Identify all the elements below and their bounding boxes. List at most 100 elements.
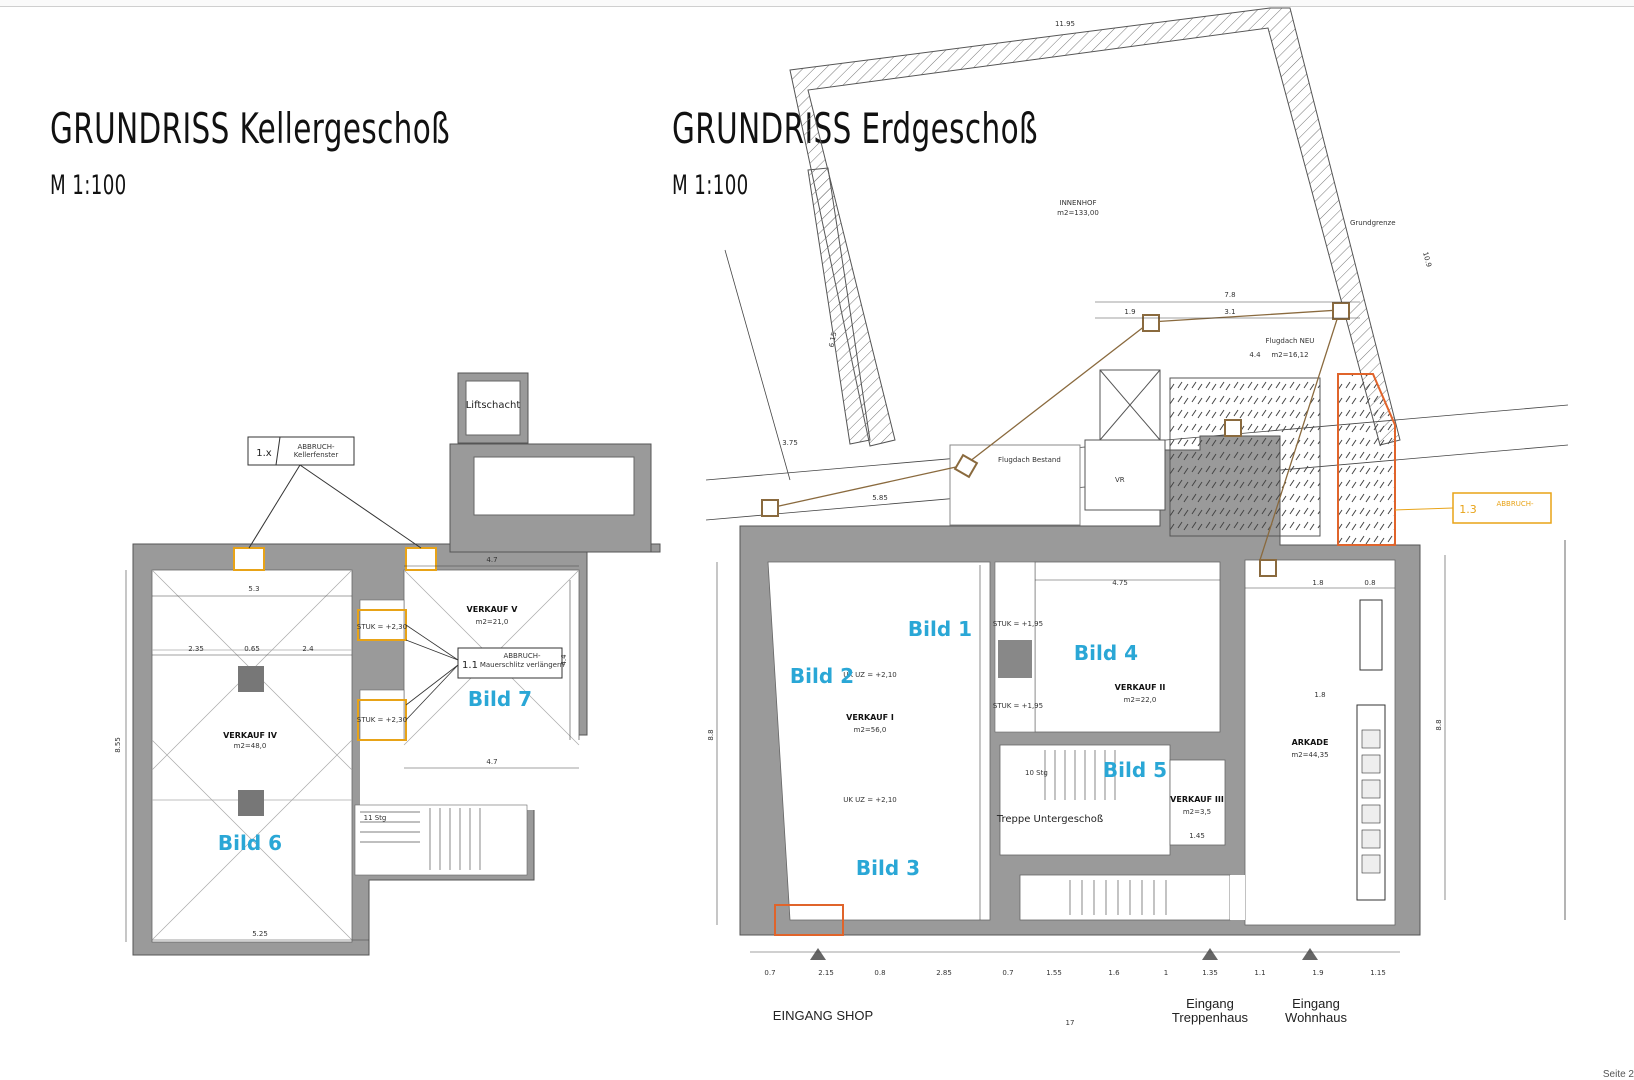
right-plan: 1.3 ABBRUCH- INNENHOF m2=133,00 Grundgre… — [705, 7, 1569, 1027]
left-plan-title: GRUNDRISS Kellergeschoß — [50, 104, 451, 153]
right-plan-scale: M 1:100 — [672, 170, 749, 201]
pillar-1 — [238, 666, 264, 692]
dim-b-2-15: 2.15 — [818, 969, 834, 977]
left-dimension-lines — [125, 565, 579, 942]
stuk-label-1: STUK = +2,30 — [357, 623, 407, 631]
eingang-wohnhaus-label-1: Eingang — [1292, 996, 1340, 1011]
photo-label-bild-4: Bild 4 — [1074, 641, 1138, 665]
photo-markers — [761, 302, 1350, 577]
window-highlight-2 — [405, 547, 437, 571]
dim-2-4: 2.4 — [302, 645, 314, 653]
dim-b-0-8: 0.8 — [874, 969, 885, 977]
room-label-verkauf-ii: VERKAUF II — [1115, 683, 1166, 692]
callout-leader-1 — [248, 464, 301, 549]
photo-label-bild-1: Bild 1 — [908, 617, 972, 641]
entrance-highlight — [774, 904, 844, 936]
dim-3-75: 3.75 — [782, 439, 798, 447]
window-highlight-1 — [233, 547, 265, 571]
stuk-label-eg-2: STUK = +1,95 — [993, 702, 1043, 710]
stuk-column — [998, 640, 1032, 678]
arkade-shelf-1 — [1359, 599, 1383, 671]
innenhof-label: INNENHOF — [1060, 199, 1097, 207]
room-verkauf-i — [767, 561, 991, 921]
liftshaft-inner — [465, 380, 521, 436]
eingang-wohnhaus-label-2: Wohnhaus — [1285, 1010, 1347, 1025]
stair-label-left: 11 Stg — [364, 814, 387, 822]
eingang-treppenhaus-label-1: Eingang — [1186, 996, 1234, 1011]
dim-5-85: 5.85 — [872, 494, 888, 502]
callout-13-leader — [1394, 507, 1454, 511]
dim-11-95: 11.95 — [1055, 20, 1075, 28]
dim-b-1-55: 1.55 — [1046, 969, 1062, 977]
dim-4-7-bottom: 4.7 — [486, 758, 497, 766]
left-plan-scale: M 1:100 — [50, 170, 127, 201]
eingang-shop-label: EINGANG SHOP — [773, 1008, 873, 1023]
abbruch-tag-1x: 1.x — [256, 448, 272, 459]
abbruch-callout-text: ABBRUCH- — [297, 443, 335, 451]
dim-3-1: 3.1 — [1224, 308, 1235, 316]
dim-4-4: 4.4 — [560, 654, 568, 666]
photo-label-bild-5: Bild 5 — [1103, 758, 1167, 782]
entrance-arrow-wohnhaus — [1302, 948, 1318, 960]
dim-1-8: 1.8 — [1312, 579, 1323, 587]
room-area-verkauf-iv: m2=48,0 — [234, 742, 267, 750]
flugdach-neu-area — [1169, 377, 1321, 537]
left-plan: Liftschacht 1.x ABBRUCH- Kellerfenster 1… — [114, 372, 661, 956]
annex-diag-2 — [1099, 369, 1161, 441]
dim-b-0-7-b: 0.7 — [1002, 969, 1013, 977]
left-stair-lines — [360, 808, 481, 870]
door-opening-1 — [359, 599, 405, 641]
flugdach-neu-label: Flugdach NEU — [1266, 337, 1315, 345]
photo-label-bild-7: Bild 7 — [468, 687, 532, 711]
flugdach-neu-area: m2=16,12 — [1271, 351, 1308, 359]
stair-area-left — [354, 804, 528, 876]
room-area-verkauf-iii: m2=3,5 — [1183, 808, 1211, 816]
dim-8-8-right: 8.8 — [1435, 719, 1443, 730]
tag-1-1: 1.1 — [462, 660, 478, 671]
room-verkauf-iv — [151, 569, 353, 943]
dim-2-35: 2.35 — [188, 645, 204, 653]
uk-label-2: UK UZ = +2,10 — [843, 796, 897, 804]
tag-1-3: 1.3 — [1459, 503, 1477, 516]
upper-room — [473, 456, 635, 516]
right-dimension-lines — [716, 301, 1446, 953]
dim-4-7-top: 4.7 — [486, 556, 497, 564]
right-stair-lines — [1044, 750, 1167, 915]
room-label-verkauf-i: VERKAUF I — [846, 713, 894, 722]
dim-b-1: 1 — [1164, 969, 1168, 977]
dim-10-9: 10.9 — [1421, 251, 1433, 268]
dim-5-3: 5.3 — [248, 585, 259, 593]
stair-label-right: 10 Stg — [1025, 769, 1048, 777]
callout-leader-2 — [299, 464, 422, 549]
grundgrenze-label: Grundgrenze — [1350, 219, 1396, 227]
room-verkauf-iii — [1169, 759, 1226, 846]
dim-b-1-15: 1.15 — [1370, 969, 1386, 977]
room-area-arkade: m2=44,35 — [1291, 751, 1328, 759]
entrance-arrow-treppenhaus — [1202, 948, 1218, 960]
dim-8-8-left: 8.8 — [707, 729, 715, 740]
dim-6-15: 6.15 — [828, 331, 839, 348]
page-number: Seite 2 — [1602, 1069, 1634, 1080]
room-verkauf-ii — [1034, 561, 1221, 733]
dim-5-25: 5.25 — [252, 930, 268, 938]
corridor-left — [360, 740, 590, 810]
room-area-verkauf-v: m2=21,0 — [476, 618, 509, 626]
uk-label-1: UK UZ = +2,10 — [843, 671, 897, 679]
dim-0-8: 0.8 — [1364, 579, 1375, 587]
stuk-label-2: STUK = +2,30 — [357, 716, 407, 724]
dim-b-0-7-a: 0.7 — [764, 969, 775, 977]
entrance-arrow-shop — [810, 948, 826, 960]
dim-b-1-9: 1.9 — [1312, 969, 1323, 977]
flugdach-bestand-label: Flugdach Bestand — [998, 456, 1061, 464]
dim-b-1-1: 1.1 — [1254, 969, 1265, 977]
dim-1-8-arkade: 1.8 — [1314, 691, 1325, 699]
room-area-verkauf-i: m2=56,0 — [854, 726, 887, 734]
dim-8-55: 8.55 — [114, 737, 122, 753]
room-label-verkauf-v: VERKAUF V — [467, 605, 519, 614]
dim-b-1-35: 1.35 — [1202, 969, 1218, 977]
dim-b-2-85: 2.85 — [936, 969, 952, 977]
dim-b-17: 17 — [1066, 1019, 1075, 1027]
flugdach-bestand-area — [949, 444, 1081, 526]
dim-4-75: 4.75 — [1112, 579, 1128, 587]
